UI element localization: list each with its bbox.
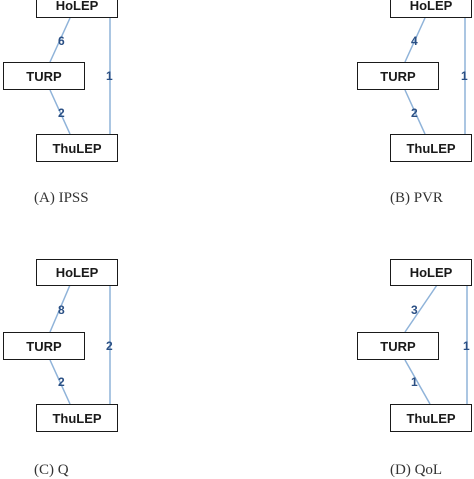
panel-a-edges [49,17,111,135]
panel-d-edges [404,284,468,405]
panel-d-edge-label-turp-thulep: 1 [411,375,418,389]
panel-d-node-turp: TURP [357,332,439,360]
panel-a-edge-label-holep-turp: 6 [58,34,65,48]
panel-c-edge-holep-turp [49,284,71,333]
panel-c-caption: (C) Q [34,462,69,478]
panel-d-edge-turp-thulep [404,359,431,405]
panel-a-edge-turp-thulep [49,89,71,135]
panel-c-node-turp: TURP [3,332,85,360]
panel-d-node-holep: HoLEP [390,259,472,286]
panel-a-caption: (A) IPSS [34,190,89,206]
panel-d-edge-label-holep-thulep: 1 [463,339,470,353]
panel-b-edges [404,17,466,135]
panel-a-node-turp: TURP [3,62,85,90]
panel-c-node-holep: HoLEP [36,259,118,286]
panel-c-edge-label-holep-thulep: 2 [106,339,113,353]
panel-c-node-thulep: ThuLEP [36,404,118,432]
panel-b-caption: (B) PVR [390,190,443,206]
panel-d-caption: (D) QoL [390,462,443,478]
panel-a-edge-holep-turp [49,17,71,63]
panel-c-edge-turp-thulep [49,359,71,405]
panel-b-node-thulep: ThuLEP [390,134,472,162]
panel-d-edge-holep-turp [404,284,438,333]
panel-d-edge-label-holep-turp: 3 [411,303,418,317]
panel-b-edge-label-turp-thulep: 2 [411,106,418,120]
panel-a-node-thulep: ThuLEP [36,134,118,162]
panel-a-edge-label-turp-thulep: 2 [58,106,65,120]
panel-b-edge-label-holep-turp: 4 [411,34,418,48]
panel-c-edge-label-turp-thulep: 2 [58,375,65,389]
panel-b-edge-holep-turp [404,17,426,63]
panel-a-node-holep: HoLEP [36,0,118,18]
panel-b-node-holep: HoLEP [390,0,472,18]
panel-d-node-thulep: ThuLEP [390,404,472,432]
panel-b-node-turp: TURP [357,62,439,90]
panel-b-edge-turp-thulep [404,89,426,135]
panel-b-edge-label-holep-thulep: 1 [461,69,468,83]
panel-a-edge-label-holep-thulep: 1 [106,69,113,83]
panel-c-edge-label-holep-turp: 8 [58,303,65,317]
panel-c-edges [49,284,111,405]
